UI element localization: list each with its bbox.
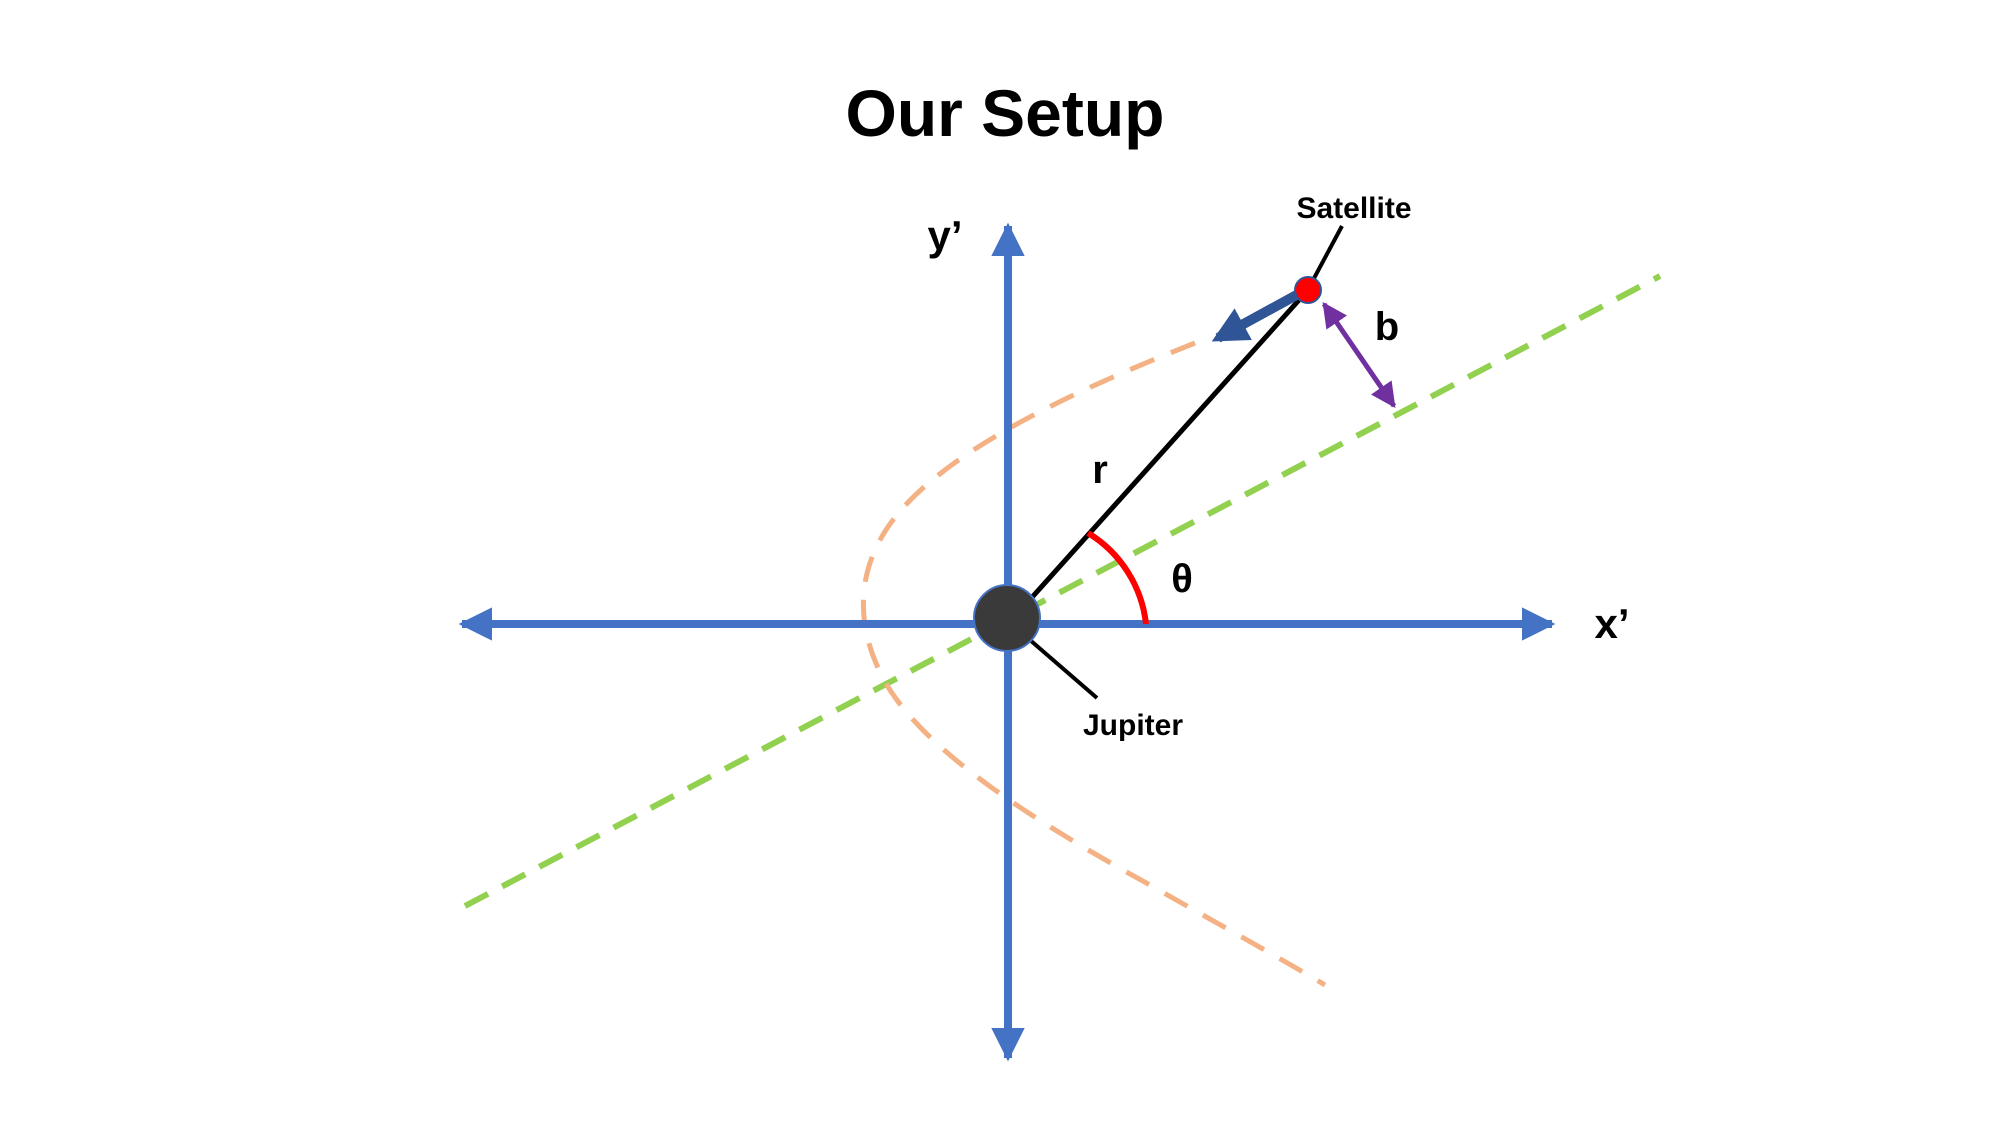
jupiter-planet [973, 584, 1041, 652]
satellite-trajectory [860, 340, 1327, 988]
satellite-leader-line [1310, 225, 1344, 283]
angle-label: θ [1171, 557, 1193, 601]
satellite-label: Satellite [1296, 192, 1411, 225]
y-axis-label: y’ [927, 212, 962, 259]
x-axis-label: x’ [1594, 600, 1629, 647]
asymptote-line [463, 273, 1662, 909]
page-title: Our Setup [845, 76, 1164, 150]
jupiter-leader-line [1028, 638, 1099, 700]
radius-line [1006, 288, 1310, 626]
velocity-arrow [1211, 287, 1305, 343]
impact-parameter-label: b [1375, 305, 1399, 349]
impact-parameter-arrow [1321, 301, 1397, 409]
jupiter-label: Jupiter [1083, 709, 1183, 742]
satellite-dot [1294, 276, 1322, 304]
angle-arc [1086, 530, 1149, 625]
radius-label: r [1092, 448, 1108, 492]
trajectory-curve [857, 343, 1200, 620]
